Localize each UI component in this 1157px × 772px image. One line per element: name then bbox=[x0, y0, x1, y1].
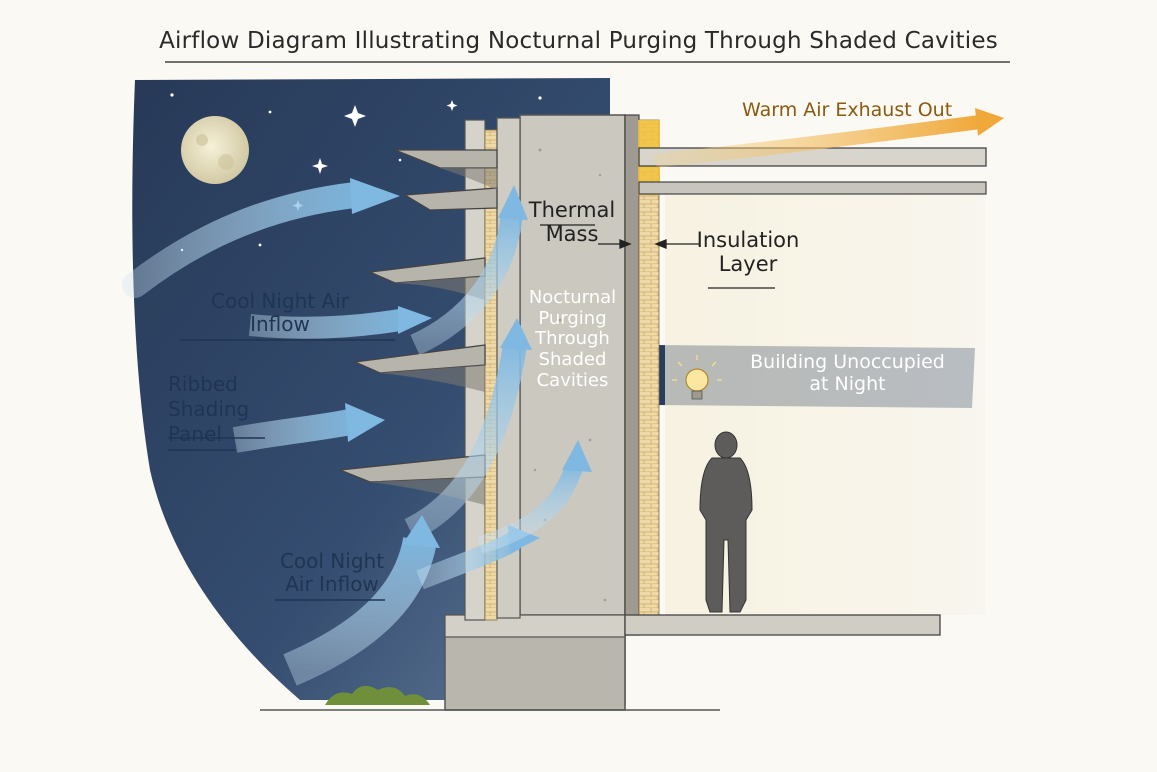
light-bulb-icon bbox=[672, 355, 722, 400]
person-icon bbox=[699, 431, 753, 613]
shading-fins bbox=[339, 149, 498, 483]
label-insulation-layer: Insulation Layer bbox=[696, 228, 800, 277]
label-nocturnal-purging: Nocturnal Purging Through Shaded Cavitie… bbox=[528, 287, 617, 391]
label-ribbed-shading-panel: Ribbed Shading Panel bbox=[168, 372, 250, 446]
exhaust-arrowhead bbox=[975, 108, 1004, 136]
airflow-arrows bbox=[122, 178, 592, 686]
moon-icon bbox=[181, 116, 249, 184]
thermal-mass-pointer bbox=[540, 224, 775, 289]
leader-lines bbox=[168, 339, 395, 601]
exhaust-arrow bbox=[653, 115, 987, 167]
label-building-unoccupied: Building Unoccupied at Night bbox=[750, 351, 945, 395]
shrub bbox=[325, 685, 430, 705]
label-cool-night-air-upper: Cool Night Air Inflow bbox=[211, 289, 349, 336]
label-warm-air-exhaust: Warm Air Exhaust Out bbox=[742, 99, 953, 121]
label-cool-night-air-lower: Cool Night Air Inflow bbox=[279, 549, 385, 596]
floor-slab bbox=[624, 614, 941, 636]
label-thermal-mass: Thermal Mass bbox=[528, 198, 616, 247]
page-title: Airflow Diagram Illustrating Nocturnal P… bbox=[159, 28, 998, 54]
